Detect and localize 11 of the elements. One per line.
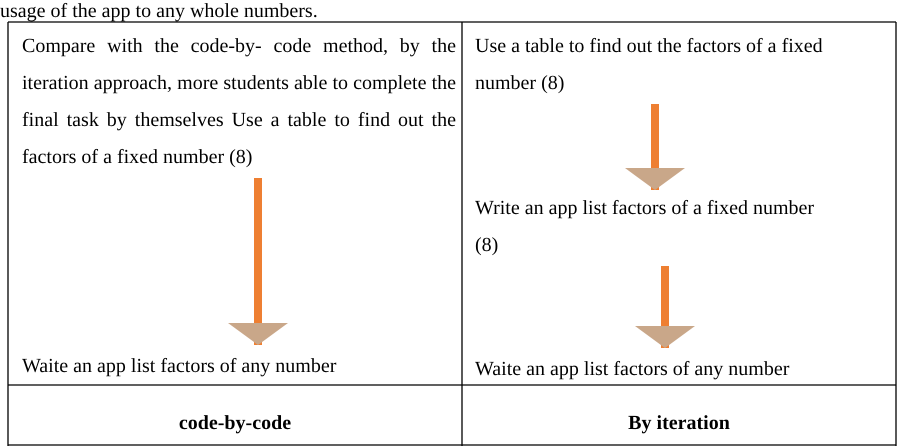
cell-text: Waite an app list factors of any number <box>22 354 338 379</box>
down-arrow <box>228 178 288 345</box>
cell-text: Use a table to find out the factors of a fixed number (8) <box>475 34 824 96</box>
down-arrow <box>625 104 685 190</box>
down-arrow <box>635 266 695 348</box>
column-heading: code-by-code <box>178 412 292 434</box>
paragraph-text: usage of the app to any whole numbers. <box>0 0 319 22</box>
column-heading: By iteration <box>627 412 731 434</box>
cell-text: Compare with the code-by- code method, by the iteration approach, more students able to complete the final task by themselves Use a table to find out the factors of a fixed number (8) <box>22 34 456 170</box>
cell-text: Waite an app list factors of any number <box>475 357 790 382</box>
cell-text: Write an app list factors of a fixed number (8) <box>475 196 816 258</box>
